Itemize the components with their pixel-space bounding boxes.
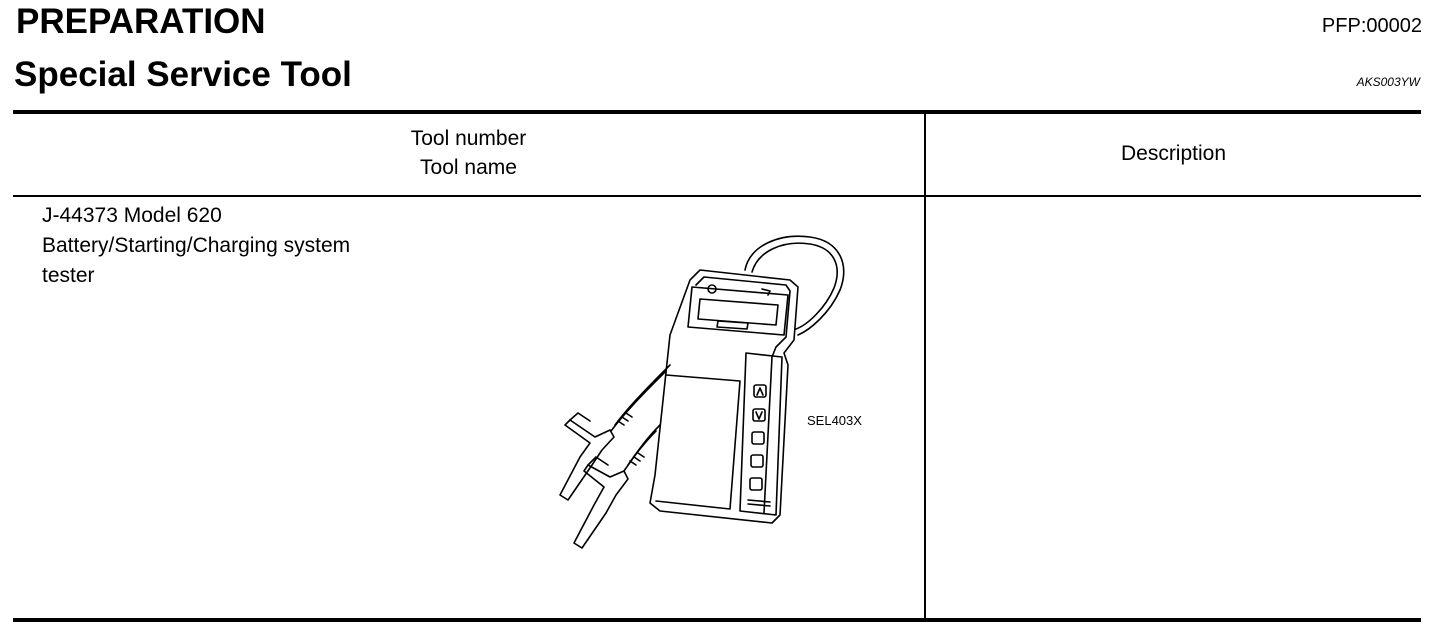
table-header-rule	[13, 195, 1421, 197]
battery-tester-illustration	[559, 235, 845, 549]
tool-name-line2: tester	[42, 264, 95, 287]
header-tool-number: Tool number	[410, 127, 527, 150]
table-bottom-rule	[13, 618, 1421, 622]
header-description: Description	[1120, 142, 1227, 165]
tool-number: J-44373 Model 620	[42, 204, 222, 227]
header-tool-name: Tool name	[420, 156, 517, 179]
section-code: AKS003YW	[1356, 75, 1420, 89]
table-column-divider	[924, 114, 926, 618]
header-tool-column: Tool number Tool name	[13, 124, 924, 182]
figure-label: SEL403X	[807, 413, 862, 428]
table-top-rule	[13, 110, 1421, 114]
section-title: PREPARATION	[16, 2, 266, 41]
page-code: PFP:00002	[1321, 15, 1422, 37]
subsection-title: Special Service Tool	[14, 55, 352, 94]
table-row-tool-info: J-44373 Model 620 Battery/Starting/Charg…	[42, 201, 350, 291]
tool-name-line1: Battery/Starting/Charging system	[42, 234, 351, 257]
